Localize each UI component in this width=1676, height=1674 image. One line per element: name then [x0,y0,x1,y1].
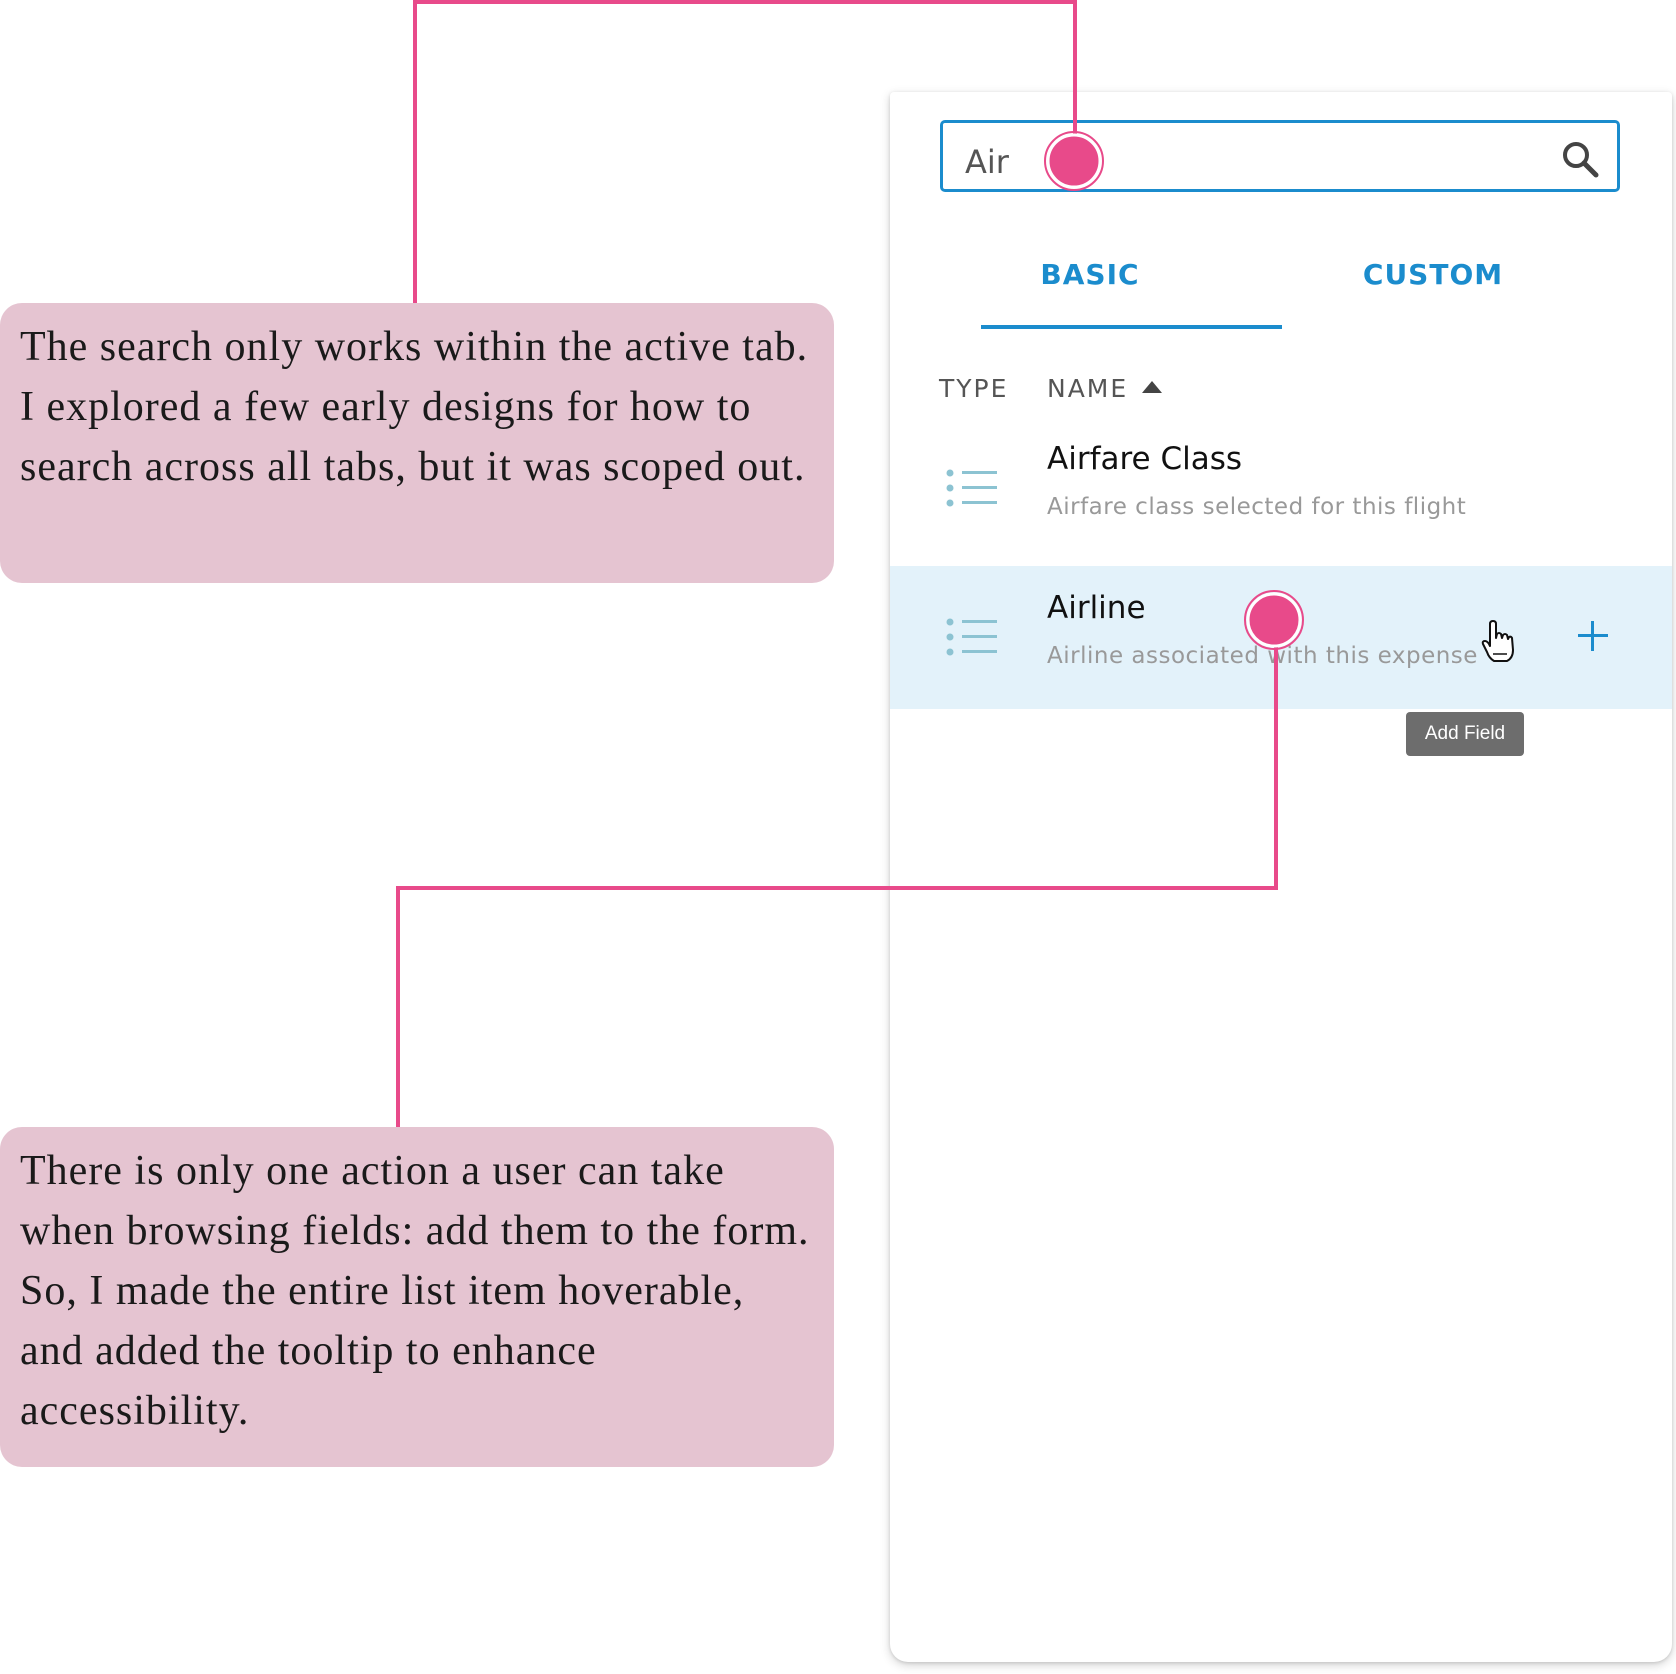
active-tab-indicator [981,325,1282,329]
list-item-description: Airline associated with this expense [1047,643,1478,669]
tab-custom[interactable]: CUSTOM [1362,258,1504,291]
list-item-description: Airfare class selected for this flight [1047,494,1467,520]
annotation-note-hover: There is only one action a user can take… [0,1127,834,1467]
sort-ascending-icon[interactable] [1142,381,1162,393]
list-icon [946,469,997,507]
tab-basic[interactable]: BASIC [1040,258,1140,291]
list-item-title: Airline [1047,590,1146,626]
add-field-button[interactable] [1576,619,1610,653]
list-item-airline[interactable]: Airline Airline associated with this exp… [890,566,1672,709]
column-header-name[interactable]: NAME [1047,374,1129,403]
search-field[interactable]: Air [940,120,1620,192]
search-icon[interactable] [1561,140,1599,178]
search-input[interactable]: Air [965,143,1009,181]
hand-cursor-icon [1481,620,1514,662]
annotation-note-search: The search only works within the active … [0,303,834,583]
add-field-tooltip: Add Field [1406,712,1524,756]
field-browser-panel: Air BASIC CUSTOM TYPE NAME Airfare Class… [890,92,1672,1662]
list-icon [946,618,997,656]
list-item-title: Airfare Class [1047,441,1243,477]
list-item-airfare-class[interactable]: Airfare Class Airfare class selected for… [890,417,1672,560]
column-header-type: TYPE [939,374,1009,403]
